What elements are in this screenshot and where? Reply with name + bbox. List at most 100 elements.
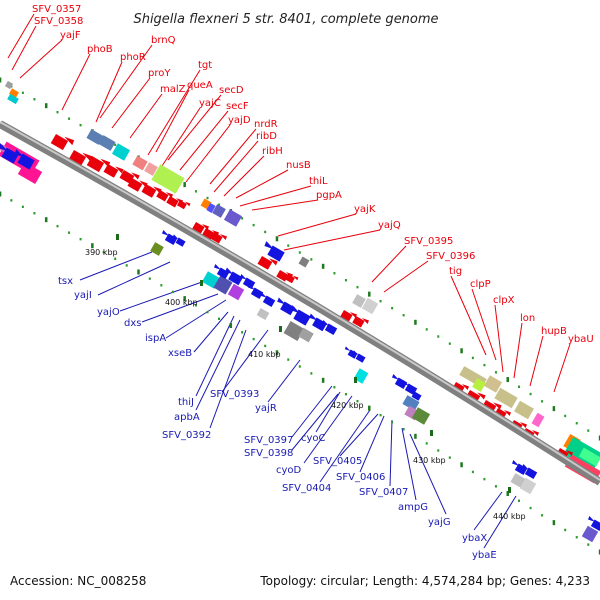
gene-label: cyoC bbox=[301, 433, 326, 444]
feature-box bbox=[150, 242, 164, 256]
reverse-gene-box bbox=[17, 153, 35, 170]
leader-line bbox=[221, 329, 269, 393]
gc-dot bbox=[344, 392, 347, 396]
reverse-gene-arrow bbox=[172, 234, 179, 240]
reverse-gene-box bbox=[355, 353, 366, 363]
gene-label: cyoD bbox=[276, 465, 302, 476]
gc-dot bbox=[518, 385, 521, 388]
reverse-gene-arrow bbox=[0, 143, 9, 152]
reverse-gene-box bbox=[312, 317, 327, 332]
forward-gene-box bbox=[103, 164, 119, 178]
gc-dot bbox=[529, 392, 532, 396]
tick-label-440: 440 kbp bbox=[493, 512, 526, 521]
gc-dot bbox=[541, 400, 544, 403]
gc-dot bbox=[33, 98, 36, 101]
reverse-gene-box bbox=[524, 467, 538, 479]
reverse-gene-arrow bbox=[277, 297, 286, 305]
gene-label: malZ bbox=[160, 84, 186, 95]
gc-dot bbox=[171, 290, 174, 294]
gc-dot bbox=[183, 182, 186, 188]
forward-gene-box bbox=[68, 150, 87, 167]
map-title: Shigella flexneri 5 str. 8401, complete … bbox=[133, 12, 438, 27]
feature-box bbox=[578, 447, 600, 467]
leader-line bbox=[315, 391, 341, 433]
gc-dot bbox=[471, 356, 474, 360]
gene-label: queA bbox=[187, 80, 213, 91]
gene-label: xseB bbox=[168, 348, 192, 359]
reverse-gene-box bbox=[242, 277, 256, 289]
gene-label: thiJ bbox=[178, 397, 194, 408]
gc-dot bbox=[194, 304, 197, 307]
gc-dot bbox=[252, 337, 255, 341]
gene-label: clpP bbox=[470, 279, 491, 290]
leader-line bbox=[473, 491, 503, 531]
gc-dot bbox=[206, 310, 209, 314]
feature-box bbox=[132, 155, 148, 171]
gc-dot bbox=[414, 433, 417, 439]
feature-box bbox=[361, 297, 379, 315]
gc-dot bbox=[333, 272, 336, 275]
forward-gene-box bbox=[340, 309, 353, 322]
gene-label: SFV_0404 bbox=[282, 483, 331, 494]
gene-label: apbA bbox=[174, 412, 200, 423]
leader-line bbox=[235, 169, 289, 199]
reverse-gene-arrow bbox=[408, 388, 415, 394]
leader-line bbox=[483, 495, 517, 549]
leader-line bbox=[185, 124, 231, 183]
forward-gene-arrow bbox=[504, 410, 511, 416]
feature-box bbox=[213, 275, 233, 295]
gc-dot bbox=[448, 456, 451, 459]
gc-dot bbox=[44, 217, 48, 223]
leader-line bbox=[167, 94, 222, 161]
gene-label: secF bbox=[226, 101, 249, 112]
gc-dot bbox=[460, 462, 463, 468]
reverse-gene-box bbox=[394, 377, 408, 389]
gc-dot bbox=[125, 264, 128, 267]
reverse-gene-box bbox=[175, 237, 186, 247]
leader-line bbox=[111, 77, 151, 129]
gc-dot bbox=[494, 371, 497, 374]
leader-line bbox=[195, 315, 235, 397]
forward-gene-box bbox=[166, 196, 179, 208]
gc-dot bbox=[79, 237, 82, 241]
feature-box bbox=[519, 477, 537, 495]
gc-dot bbox=[552, 406, 556, 412]
gc-dot bbox=[437, 335, 440, 338]
leader-line bbox=[161, 107, 201, 167]
gc-dot bbox=[391, 306, 394, 310]
gc-dot bbox=[310, 258, 313, 261]
forward-gene-arrow bbox=[166, 192, 173, 198]
gc-dot bbox=[287, 358, 290, 361]
leader-line bbox=[267, 359, 301, 403]
leader-line bbox=[371, 245, 407, 283]
forward-gene-arrow bbox=[350, 312, 357, 318]
forward-gene-arrow bbox=[362, 318, 369, 324]
tick-mark bbox=[116, 234, 119, 240]
gc-dot bbox=[402, 314, 405, 317]
forward-gene-arrow bbox=[115, 166, 124, 174]
gene-label: SFV_0393 bbox=[210, 389, 259, 400]
label-leader-lines bbox=[7, 13, 571, 549]
gc-dot bbox=[506, 377, 509, 383]
reverse-gene-box bbox=[250, 287, 264, 299]
leader-line bbox=[79, 251, 153, 281]
feature-box bbox=[223, 209, 243, 227]
reverse-gene-arrow bbox=[240, 273, 247, 280]
forward-gene-box bbox=[156, 190, 169, 202]
forward-gene-box bbox=[86, 156, 105, 173]
gc-dot bbox=[91, 243, 94, 249]
gene-label: ribD bbox=[256, 131, 277, 142]
forward-gene-box bbox=[141, 184, 157, 198]
tick-mark bbox=[200, 280, 203, 286]
reverse-gene-box bbox=[216, 267, 230, 279]
gc-dot bbox=[21, 91, 24, 95]
leader-line bbox=[529, 335, 544, 387]
gc-dot bbox=[356, 399, 359, 403]
feature-box bbox=[298, 256, 310, 268]
gene-label: SFV_0398 bbox=[244, 448, 293, 459]
gc-dot bbox=[298, 251, 301, 254]
forward-gene-arrow bbox=[566, 450, 573, 456]
reverse-gene-box bbox=[262, 295, 276, 307]
gc-dot bbox=[252, 223, 255, 227]
gc-dot bbox=[194, 190, 197, 193]
